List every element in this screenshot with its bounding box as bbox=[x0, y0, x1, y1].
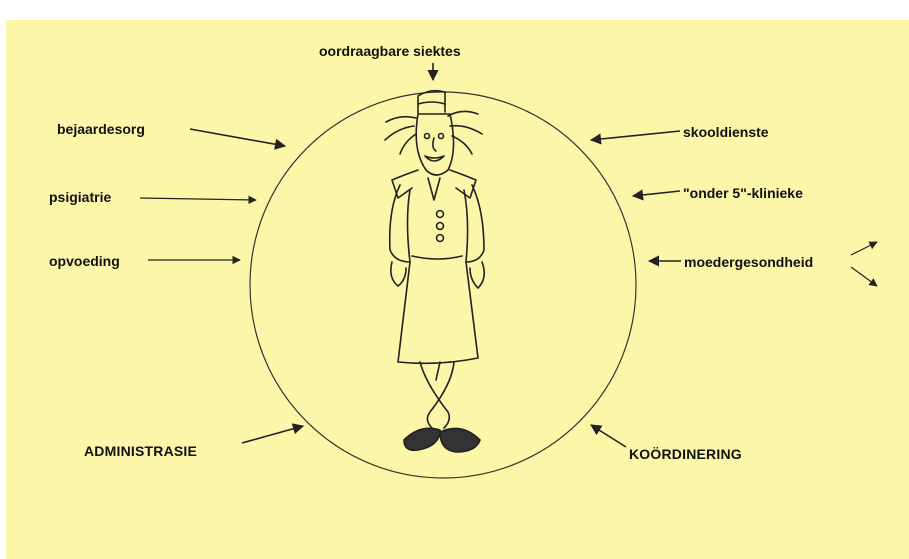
label-koordinering: KOÖRDINERING bbox=[629, 447, 742, 461]
arrow-koordinering bbox=[591, 425, 626, 447]
label-skooldienste: skooldienste bbox=[683, 125, 769, 139]
arrow-moedergesondheid-up bbox=[851, 242, 877, 255]
arrow-onder5 bbox=[633, 191, 680, 196]
arrow-skooldienste bbox=[591, 131, 680, 140]
label-moedergesondheid: moedergesondheid bbox=[684, 255, 813, 269]
label-oordraagbare-siektes: oordraagbare siektes bbox=[319, 44, 461, 58]
label-psigiatrie: psigiatrie bbox=[49, 190, 111, 204]
label-administrasie: ADMINISTRASIE bbox=[84, 444, 197, 458]
label-bejaardesorg: bejaardesorg bbox=[57, 122, 145, 136]
label-onder-5-klinieke: "onder 5"-klinieke bbox=[683, 186, 803, 200]
arrow-bejaardesorg bbox=[190, 129, 285, 146]
service-circle bbox=[250, 92, 636, 478]
label-opvoeding: opvoeding bbox=[49, 254, 120, 268]
arrow-administrasie bbox=[242, 426, 303, 443]
sketch-of-person-icon bbox=[385, 91, 484, 452]
arrow-moedergesondheid-down bbox=[851, 267, 877, 286]
arrow-psigiatrie bbox=[140, 198, 256, 200]
